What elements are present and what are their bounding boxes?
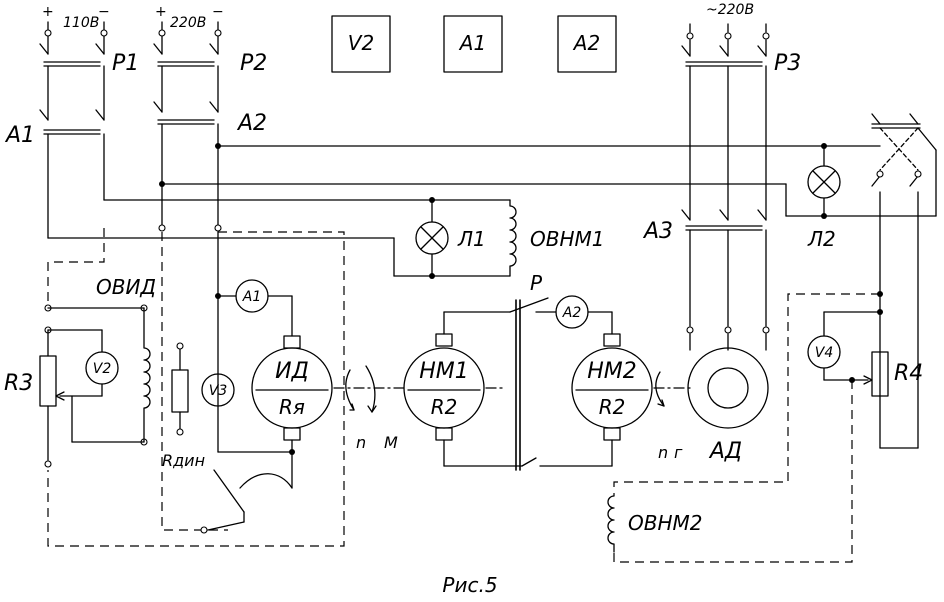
svg-text:Р2: Р2 [240,51,267,76]
motor-id-bottom-label: Rя [279,395,305,419]
motor-id-circuit: А1 ИД Rя V3 Rдин [162,231,333,534]
shaft-lines: n M n г [333,365,691,462]
svg-text:А1: А1 [458,31,486,55]
figure-caption: Рис.5 [442,573,497,597]
svg-text:А3: А3 [642,219,673,244]
motor-id-top-label: ИД [275,359,309,384]
svg-text:ОВНМ2: ОВНМ2 [628,511,702,535]
nm1-top-label: НМ1 [419,359,469,384]
switch-p1: Р1 [39,35,139,121]
voltmeter-v3-label: V3 [209,383,227,399]
meter-box-v2: V2 [331,15,391,73]
meter-box-a2: А2 [557,15,617,73]
contact-p: Р [509,271,549,471]
reversing-switch [823,113,937,449]
svg-text:Р3: Р3 [774,51,801,76]
meter-box-a1: А1 [443,15,503,73]
svg-text:Р: Р [530,271,543,295]
dc110-voltage-label: 110В [63,15,99,31]
induction-motor-ad: АД [687,333,769,464]
switch-p3: Р3 [681,39,801,221]
switch-a1: А1 [4,109,105,148]
ac220-voltage-label: ~220В [706,2,754,18]
svg-text:г: г [674,443,683,462]
dc110-minus-label: − [98,4,110,20]
ammeter-a1-label: А1 [242,289,261,305]
main-wiring [47,123,825,277]
svg-text:Rдин: Rдин [162,451,205,470]
svg-text:Р1: Р1 [112,51,139,76]
svg-text:Л1: Л1 [457,227,486,251]
svg-text:n: n [356,433,366,452]
svg-text:n: n [658,443,668,462]
ammeter-a2-label: А2 [562,305,582,321]
nm2-bottom-label: R2 [599,395,626,419]
svg-text:V2: V2 [348,31,374,55]
r4-circuit: V4 R4 ОВНМ2 [607,291,923,563]
svg-text:R3: R3 [4,371,33,396]
dc110-plus-label: + [42,4,54,20]
svg-text:ОВНМ1: ОВНМ1 [530,227,604,251]
winding-ovnm1: ОВНМ1 [431,199,604,277]
machine-nm1: НМ1 R2 [403,311,523,467]
nm2-top-label: НМ2 [587,359,637,384]
dc220-minus-label: − [212,4,224,20]
motor-ad-label: АД [708,439,742,464]
machine-nm2: А2 НМ2 R2 [535,295,653,467]
svg-text:M: M [384,433,398,452]
dc220-plus-label: + [155,4,167,20]
supply-terminals [44,21,770,40]
nm1-bottom-label: R2 [431,395,458,419]
svg-text:ОВИД: ОВИД [96,275,156,299]
ovid-circuit: V2 ОВИД R3 [4,228,345,547]
switch-a2: А2 [153,101,267,136]
dc220-voltage-label: 220В [170,15,206,31]
switch-p2: Р2 [153,35,267,113]
voltmeter-v2-label: V2 [93,361,112,377]
svg-text:А1: А1 [4,123,35,148]
svg-text:R4: R4 [894,361,923,386]
lamp-l2: Л2 [785,143,937,251]
svg-text:Л2: Л2 [807,227,836,251]
switch-a3: А3 [642,209,770,334]
lamp-l1: Л1 [415,197,486,279]
voltmeter-v4-label: V4 [815,345,833,361]
svg-text:А2: А2 [236,111,267,136]
svg-text:А2: А2 [572,31,600,55]
